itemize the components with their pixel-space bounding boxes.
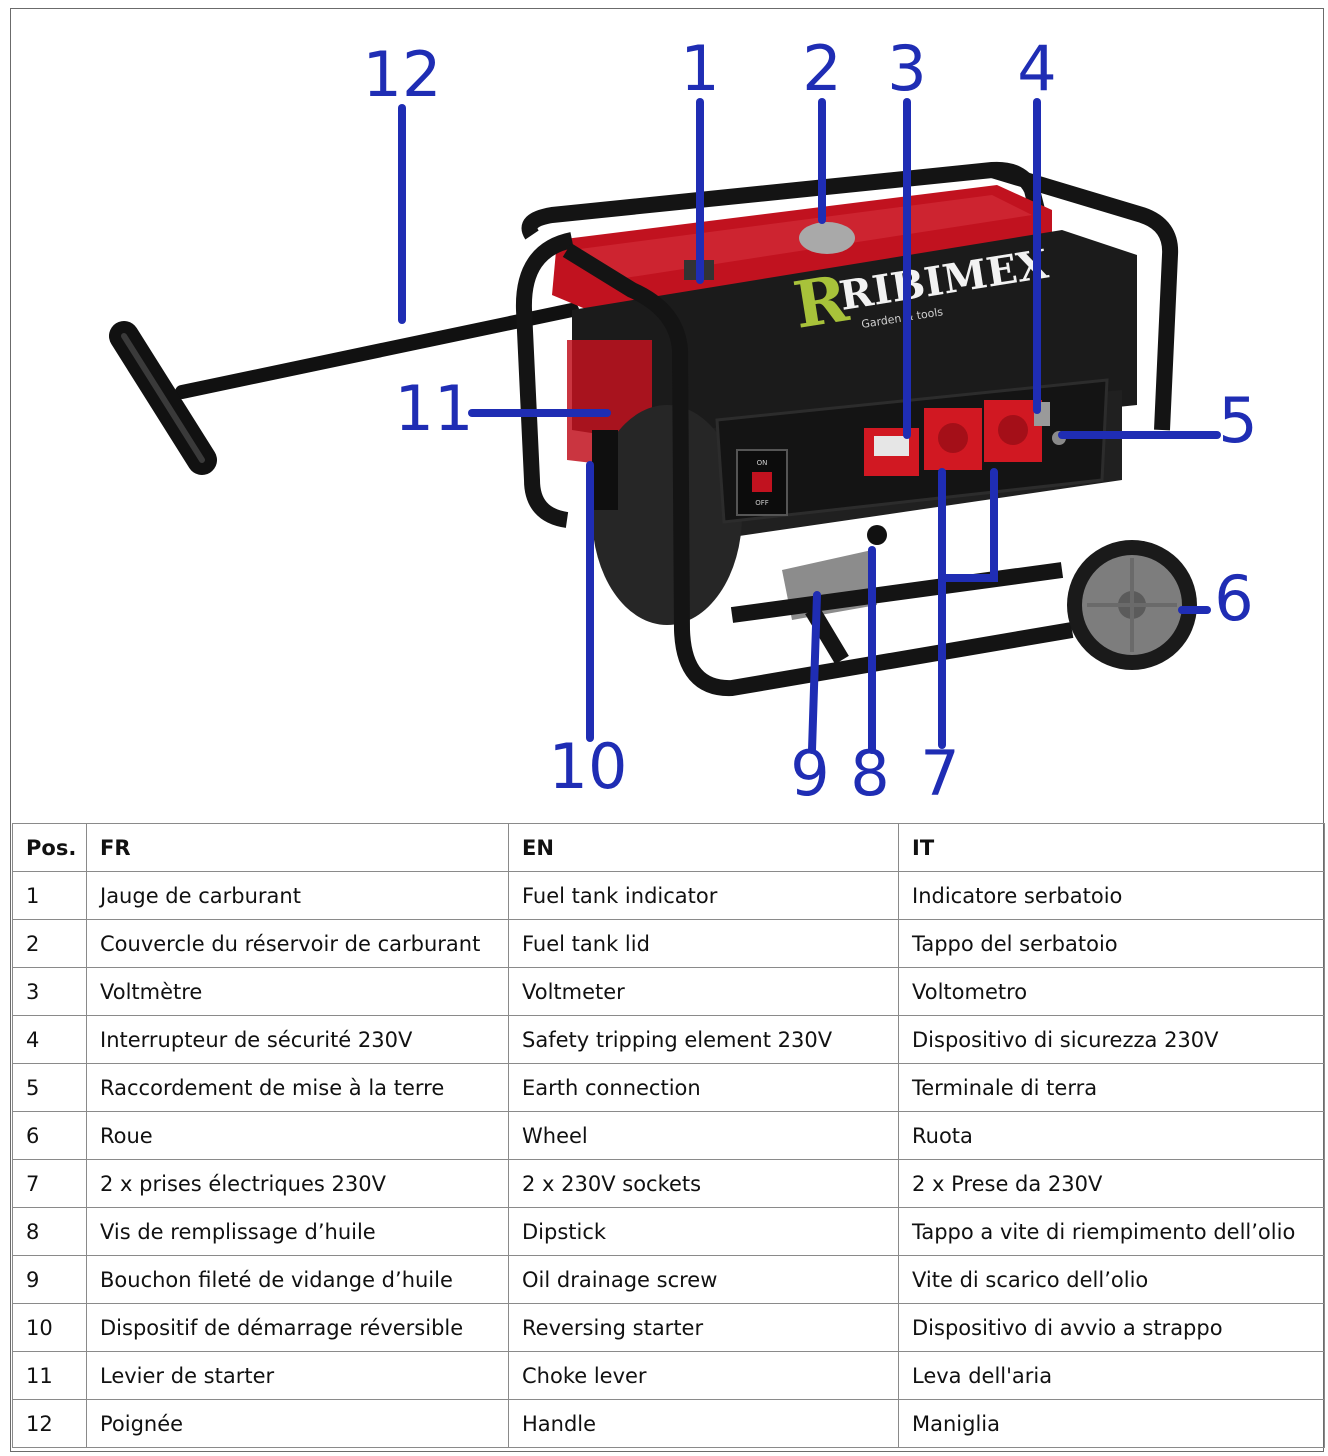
cell-en: Wheel: [508, 1111, 899, 1160]
callout-8: 8: [850, 737, 889, 810]
cell-fr: Voltmètre: [86, 967, 509, 1016]
cell-it: Leva dell'aria: [898, 1351, 1325, 1400]
wheel: [1067, 540, 1197, 670]
cell-pos: 7: [12, 1159, 87, 1208]
cell-fr: Interrupteur de sécurité 230V: [86, 1015, 509, 1064]
header-en: EN: [508, 823, 899, 872]
cell-pos: 5: [12, 1063, 87, 1112]
control-panel: ON OFF: [715, 378, 1109, 524]
cell-pos: 4: [12, 1015, 87, 1064]
callout-6: 6: [1214, 562, 1253, 635]
header-pos: Pos.: [12, 823, 87, 872]
cell-it: Indicatore serbatoio: [898, 871, 1325, 920]
cell-it: Dispositivo di avvio a strappo: [898, 1303, 1325, 1352]
cell-en: Fuel tank indicator: [508, 871, 899, 920]
cell-fr: Levier de starter: [86, 1351, 509, 1400]
callout-5: 5: [1218, 384, 1257, 457]
generator-illustration: ON OFF R RIBIMEX Garden & tools: [109, 32, 1258, 810]
cell-it: Dispositivo di sicurezza 230V: [898, 1015, 1325, 1064]
cell-it: Vite di scarico dell’olio: [898, 1255, 1325, 1304]
header-fr: FR: [86, 823, 509, 872]
table-row: 4 Interrupteur de sécurité 230V Safety t…: [12, 1015, 1325, 1064]
cell-it: Tappo a vite di riempimento dell’olio: [898, 1207, 1325, 1256]
cell-en: Fuel tank lid: [508, 919, 899, 968]
table-row: 2 Couvercle du réservoir de carburant Fu…: [12, 919, 1325, 968]
cell-pos: 3: [12, 967, 87, 1016]
table-row: 9 Bouchon fileté de vidange d’huile Oil …: [12, 1255, 1325, 1304]
figure-frame: [10, 8, 1324, 1452]
cell-en: Safety tripping element 230V: [508, 1015, 899, 1064]
fuel-tank: [552, 185, 1052, 320]
cell-fr: Roue: [86, 1111, 509, 1160]
callout-10: 10: [549, 730, 628, 803]
brand-initial: R: [789, 261, 854, 344]
table-row: 8 Vis de remplissage d’huile Dipstick Ta…: [12, 1207, 1325, 1256]
callout-11: 11: [395, 372, 474, 445]
cell-fr: Raccordement de mise à la terre: [86, 1063, 509, 1112]
cell-pos: 6: [12, 1111, 87, 1160]
table-header-row: Pos. FR EN IT: [12, 823, 1325, 872]
on-off-switch: [752, 472, 772, 492]
back-frame: [521, 161, 1179, 431]
callout-7: 7: [920, 737, 959, 810]
callout-9: 9: [790, 737, 829, 810]
cell-en: Reversing starter: [508, 1303, 899, 1352]
cell-fr: Bouchon fileté de vidange d’huile: [86, 1255, 509, 1304]
callout-numbers: 12 1 2 3 4 5 6 7 8 9 10 11: [363, 32, 1258, 810]
table-row: 1 Jauge de carburant Fuel tank indicator…: [12, 871, 1325, 920]
callout-1: 1: [680, 32, 719, 105]
cell-pos: 2: [12, 919, 87, 968]
cell-fr: Couvercle du réservoir de carburant: [86, 919, 509, 968]
cell-pos: 10: [12, 1303, 87, 1352]
cell-fr: Poignée: [86, 1399, 509, 1448]
table-row: 7 2 x prises électriques 230V 2 x 230V s…: [12, 1159, 1325, 1208]
switch-on-label: ON: [757, 459, 768, 467]
table-row: 6 Roue Wheel Ruota: [12, 1111, 1325, 1160]
cell-en: 2 x 230V sockets: [508, 1159, 899, 1208]
cell-fr: Vis de remplissage d’huile: [86, 1207, 509, 1256]
cell-it: Maniglia: [898, 1399, 1325, 1448]
callout-2: 2: [802, 32, 841, 105]
handle: [109, 303, 579, 475]
callout-leaders: [398, 98, 1221, 754]
cell-it: Terminale di terra: [898, 1063, 1325, 1112]
cell-pos: 1: [12, 871, 87, 920]
parts-table: Pos. FR EN IT 1 Jauge de carburant Fuel …: [12, 823, 1325, 1448]
switch-off-label: OFF: [755, 499, 769, 507]
cell-pos: 12: [12, 1399, 87, 1448]
cell-fr: Dispositif de démarrage réversible: [86, 1303, 509, 1352]
cell-fr: Jauge de carburant: [86, 871, 509, 920]
table-row: 3 Voltmètre Voltmeter Voltometro: [12, 967, 1325, 1016]
generator-diagram: ON OFF R RIBIMEX Garden & tools: [12, 10, 1322, 822]
cell-it: Tappo del serbatoio: [898, 919, 1325, 968]
cell-fr: 2 x prises électriques 230V: [86, 1159, 509, 1208]
callout-3: 3: [887, 32, 926, 105]
choke-lever: [592, 430, 618, 510]
cell-en: Handle: [508, 1399, 899, 1448]
cell-it: Ruota: [898, 1111, 1325, 1160]
table-row: 11 Levier de starter Choke lever Leva de…: [12, 1351, 1325, 1400]
cell-it: 2 x Prese da 230V: [898, 1159, 1325, 1208]
cell-en: Earth connection: [508, 1063, 899, 1112]
header-it: IT: [898, 823, 1325, 872]
fuel-cap: [799, 222, 855, 254]
table-row: 12 Poignée Handle Maniglia: [12, 1399, 1325, 1448]
cell-pos: 9: [12, 1255, 87, 1304]
table-row: 10 Dispositif de démarrage réversible Re…: [12, 1303, 1325, 1352]
dipstick: [867, 525, 887, 545]
cell-en: Voltmeter: [508, 967, 899, 1016]
table-row: 5 Raccordement de mise à la terre Earth …: [12, 1063, 1325, 1112]
cell-pos: 8: [12, 1207, 87, 1256]
callout-4: 4: [1017, 32, 1056, 105]
cell-it: Voltometro: [898, 967, 1325, 1016]
cell-pos: 11: [12, 1351, 87, 1400]
cell-en: Oil drainage screw: [508, 1255, 899, 1304]
callout-12: 12: [363, 38, 442, 111]
cell-en: Choke lever: [508, 1351, 899, 1400]
cell-en: Dipstick: [508, 1207, 899, 1256]
recoil-starter-housing: [592, 405, 742, 625]
